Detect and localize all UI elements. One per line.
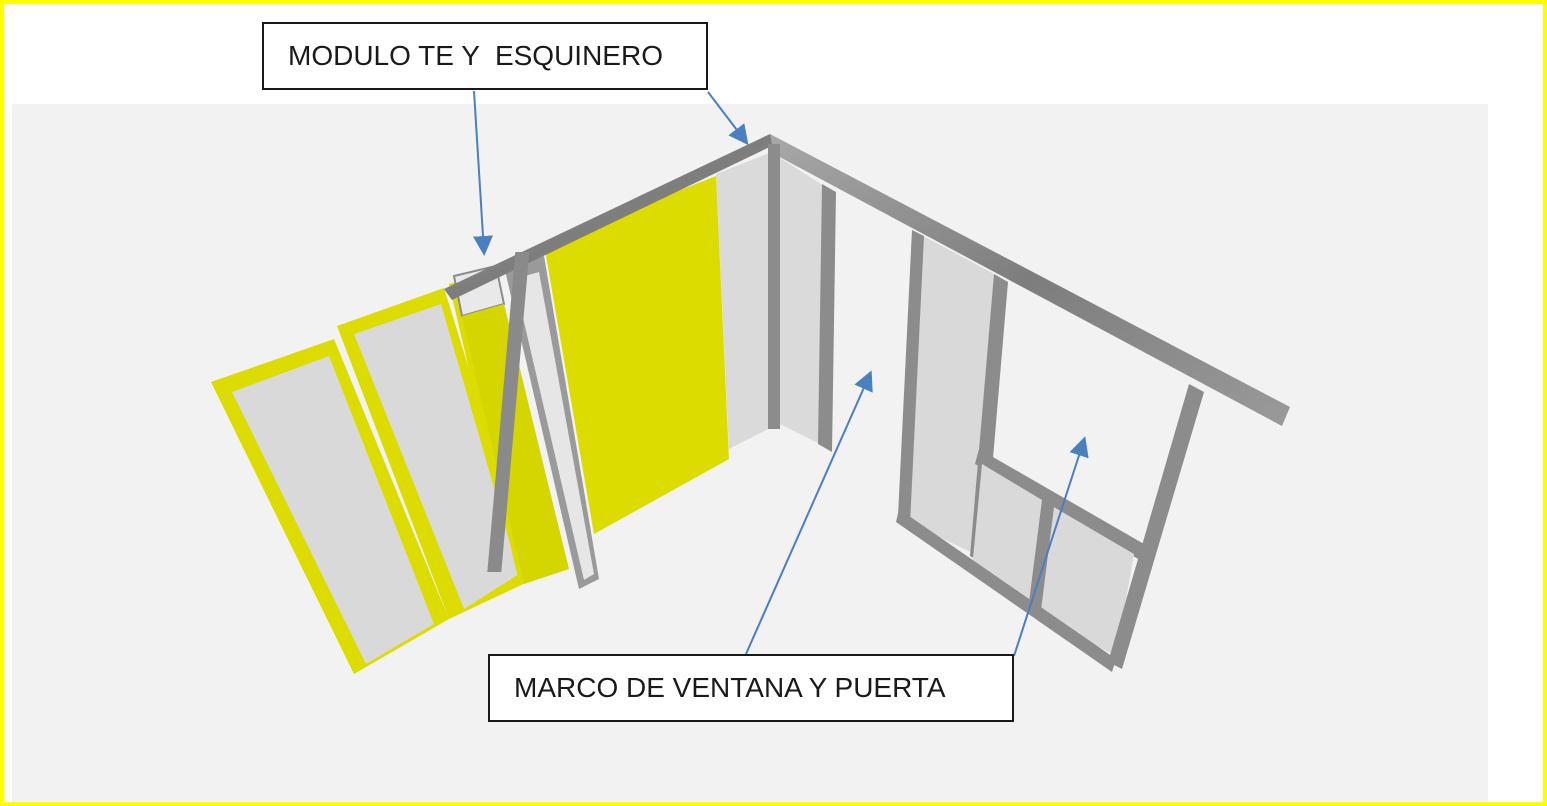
window-sill: [975, 449, 1144, 560]
sill-board-left: [972, 464, 1042, 604]
sill-board-right: [1040, 506, 1134, 656]
callout-tee-corner-module: MODULO TE Y ESQUINERO: [262, 22, 708, 90]
door-jamb-left: [818, 184, 836, 452]
right-wall-framing: [818, 184, 1204, 672]
wall-section-board: [902, 232, 998, 556]
top-track-right: [770, 134, 1290, 426]
gypsum-board-return: [777, 156, 824, 446]
callout-window-door-frame: MARCO DE VENTANA Y PUERTA: [488, 654, 1014, 722]
gypsum-board-corner: [716, 152, 774, 449]
cripple-stud: [1028, 500, 1054, 618]
window-jamb-right: [1108, 384, 1204, 669]
left-wall-panels: [211, 152, 824, 674]
insulation-panel-large: [544, 176, 729, 534]
wall-framing-diagram: [12, 90, 1488, 802]
gypsum-board-2: [354, 304, 519, 609]
arrow-icon: [745, 370, 873, 655]
arrow-icon: [1013, 436, 1089, 657]
door-jamb-right: [898, 230, 924, 524]
arrow-icon: [473, 90, 493, 256]
bottom-track-right: [896, 509, 1116, 672]
stud-left-a: [487, 252, 530, 572]
corner-stud-face: [514, 272, 594, 580]
t-module-board: [462, 304, 569, 584]
arrow-icon: [707, 91, 749, 146]
stud-corner: [768, 144, 780, 429]
gypsum-board-1: [232, 356, 434, 664]
